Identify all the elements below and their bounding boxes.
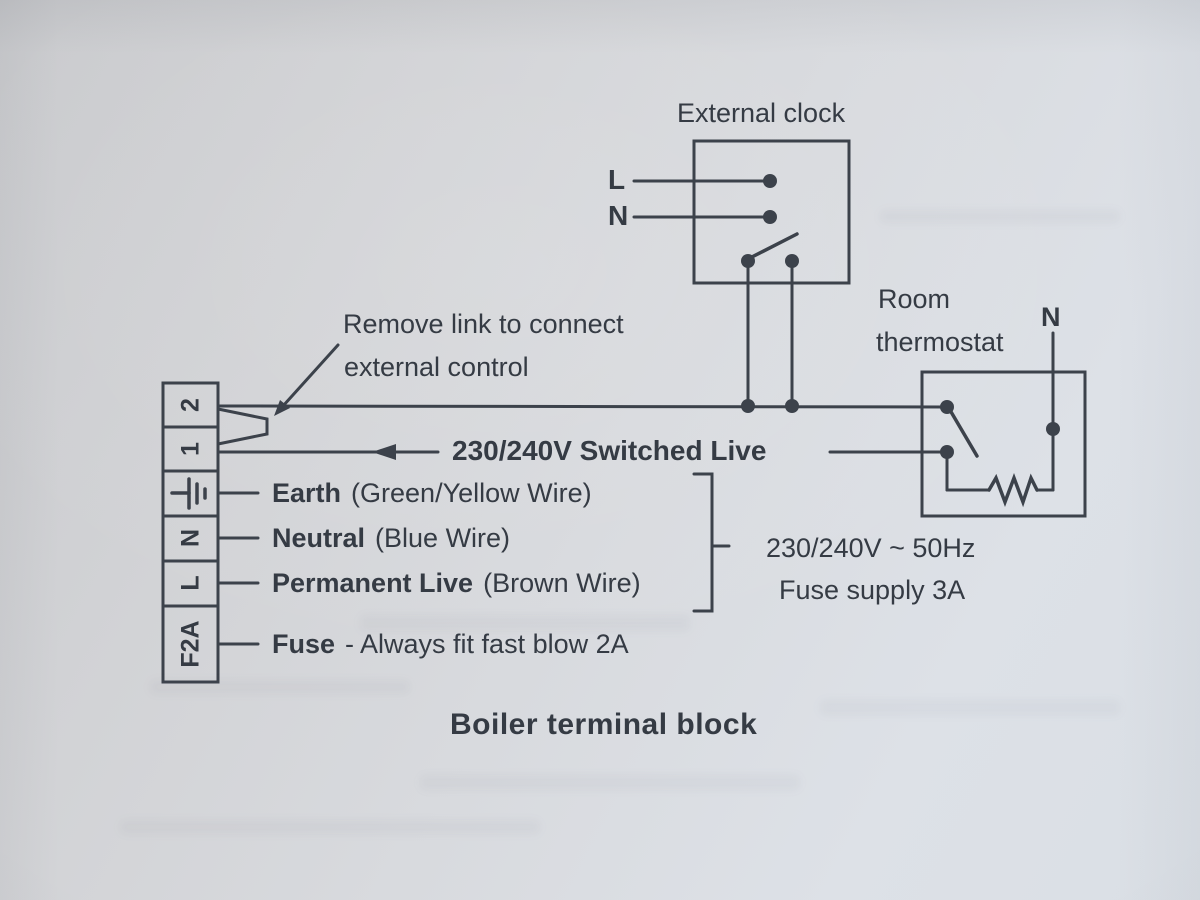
terminal2-rail-wire [216, 404, 949, 409]
wire-label-fuse-name: Fuse [272, 629, 336, 659]
supply-rating-line1: 230/240V ~ 50Hz [766, 533, 976, 563]
clock-neutral-label: N [608, 200, 629, 231]
earth-symbol-icon [170, 477, 207, 510]
wire-label-fuse: Fuse - Always fit fast blow 2A [272, 630, 629, 658]
external-clock-box [632, 139, 851, 285]
clock-live-label: L [608, 164, 626, 195]
external-clock-title: External clock [677, 98, 846, 128]
terminal-label-f2a: F2A [176, 620, 205, 668]
room-thermostat-title-line2: thermostat [876, 327, 1004, 357]
remove-link-arrow [274, 343, 340, 416]
wire-label-neutral-detail: (Blue Wire) [375, 523, 511, 553]
supply-bracket [692, 472, 731, 613]
room-thermostat-title-line1: Room [878, 284, 951, 314]
wire-label-permanent-live: Permanent Live (Brown Wire) [272, 569, 641, 597]
supply-rating-line2: Fuse supply 3A [779, 575, 966, 605]
wire-label-permanent-live-name: Permanent Live [272, 568, 474, 598]
wire-label-earth-detail: (Green/Yellow Wire) [351, 478, 592, 508]
removable-link [216, 407, 269, 446]
terminal-label-2: 2 [176, 398, 205, 412]
terminal-label-l: L [176, 575, 205, 591]
junction-dots [741, 174, 1060, 459]
wire-label-fuse-detail: - Always fit fast blow 2A [345, 629, 629, 659]
wire-label-neutral: Neutral (Blue Wire) [272, 524, 510, 552]
wire-label-earth-name: Earth [272, 478, 342, 508]
thermostat-neutral-label: N [1041, 302, 1061, 332]
remove-link-note-line2: external control [344, 352, 529, 382]
terminal-label-1: 1 [176, 442, 205, 456]
resistor-element [987, 473, 1039, 508]
remove-link-note-line1: Remove link to connect [343, 309, 624, 339]
wire-label-neutral-name: Neutral [272, 523, 366, 553]
switched-live-label: 230/240V Switched Live [452, 435, 767, 466]
room-thermostat-box [920, 331, 1087, 518]
terminal-label-n: N [176, 528, 205, 548]
switched-live-wire [216, 444, 949, 460]
wire-label-earth: Earth (Green/Yellow Wire) [272, 479, 592, 507]
terminal-block-outline [161, 381, 220, 684]
terminal-stub-wires [216, 491, 260, 646]
diagram-title: Boiler terminal block [450, 708, 758, 741]
wire-label-permanent-live-detail: (Brown Wire) [483, 568, 641, 598]
